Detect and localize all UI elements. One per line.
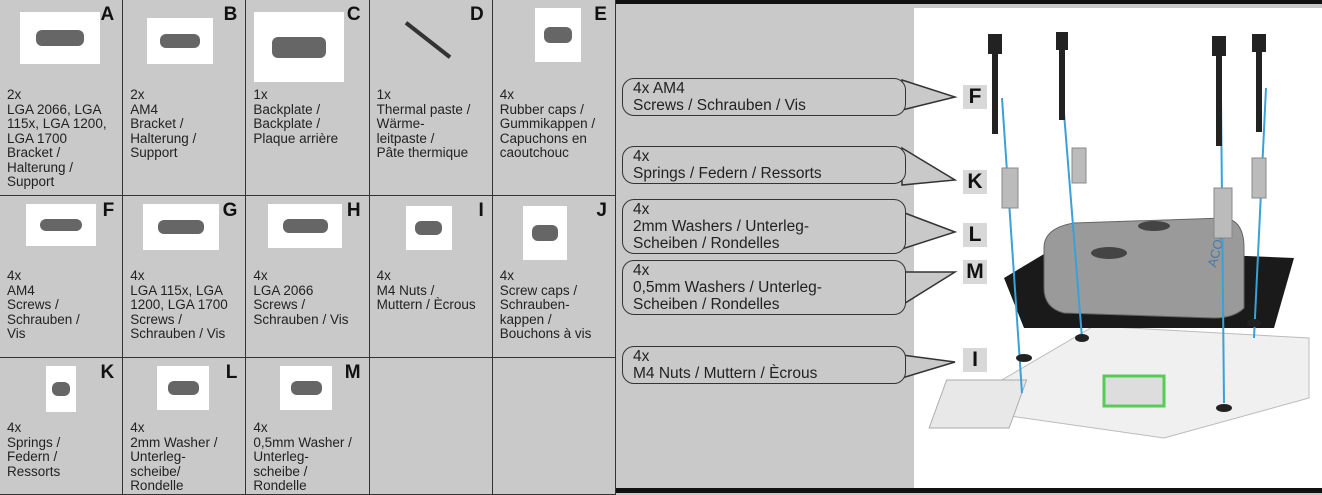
part-description: 4x M4 Nuts / Muttern / Ècrous — [376, 268, 476, 312]
spring-icon — [46, 366, 76, 412]
part-description: 4x Screw caps / Schrauben- kappen / Bouc… — [499, 268, 592, 341]
part-letter: B — [223, 4, 238, 25]
part-cell-c: C 1x Backplate / Backplate / Plaque arriè… — [246, 0, 370, 196]
callout-m: 4x 0,5mm Washers / Unterleg- Scheiben / … — [622, 260, 906, 315]
part-cell-g: G 4x LGA 115x, LGA 1200, LGA 1700 Screws … — [123, 196, 247, 358]
rubber-cap-icon — [534, 8, 581, 62]
backplate-icon — [254, 12, 345, 82]
part-cell-d: D 1x Thermal paste / Wärme- leitpaste / P… — [369, 0, 493, 196]
part-letter: A — [100, 4, 115, 25]
callout-tag-l: L — [963, 223, 987, 247]
callout-tag-k: K — [963, 170, 987, 194]
part-description: 4x LGA 115x, LGA 1200, LGA 1700 Screws /… — [130, 268, 228, 341]
washer-icon — [280, 366, 333, 410]
part-cell-b: B 2x AM4 Bracket / Halterung / Support — [123, 0, 247, 196]
part-letter: I — [478, 200, 484, 221]
callout-tag-m: M — [963, 260, 987, 284]
parts-grid: A 2x LGA 2066, LGA 115x, LGA 1200, LGA 17… — [0, 0, 616, 495]
part-letter: G — [222, 200, 238, 221]
bottom-rule — [616, 488, 1322, 493]
part-description: 1x Thermal paste / Wärme- leitpaste / Pâ… — [376, 87, 471, 160]
part-description: 2x AM4 Bracket / Halterung / Support — [130, 87, 197, 160]
screw-icon — [143, 204, 220, 250]
screw-icon — [26, 204, 96, 246]
washer-icon — [157, 366, 210, 410]
part-description: 2x LGA 2066, LGA 115x, LGA 1200, LGA 170… — [7, 87, 107, 189]
syringe-icon — [404, 21, 451, 59]
part-description: 4x LGA 2066 Screws / Schrauben / Vis — [253, 268, 349, 327]
screw-icon — [268, 204, 343, 248]
part-cell-j: J 4x Screw caps / Schrauben- kappen / Bou… — [492, 196, 616, 358]
part-description: 4x 0,5mm Washer / Unterleg- scheibe / Ro… — [253, 420, 352, 493]
part-letter: D — [470, 4, 484, 25]
part-letter: F — [102, 200, 115, 221]
cooler-assembly-icon: ACOOL — [928, 32, 1310, 439]
part-letter: H — [346, 200, 361, 221]
part-description: 4x Rubber caps / Gummikappen / Capuchons… — [499, 87, 596, 160]
part-letter: C — [346, 4, 361, 25]
part-cell-h: H 4x LGA 2066 Screws / Schrauben / Vis — [246, 196, 370, 358]
assembly-illustration: ACOOL — [914, 8, 1322, 488]
part-letter: L — [225, 362, 238, 383]
part-description: 4x Springs / Federn / Ressorts — [7, 420, 61, 479]
part-letter: M — [344, 362, 361, 383]
part-cell-i: I 4x M4 Nuts / Muttern / Ècrous — [369, 196, 493, 358]
part-description: 4x 2mm Washer / Unterleg- scheibe/ Ronde… — [130, 420, 218, 493]
callout-tag-i: I — [963, 348, 987, 372]
part-description: 1x Backplate / Backplate / Plaque arrièr… — [253, 87, 339, 146]
callout-f: 4x AM4 Screws / Schrauben / Vis — [622, 78, 906, 116]
part-letter: E — [594, 4, 607, 25]
part-letter: K — [100, 362, 115, 383]
callout-k: 4x Springs / Federn / Ressorts — [622, 146, 906, 184]
callout-l: 4x 2mm Washers / Unterleg- Scheiben / Ro… — [622, 199, 906, 254]
part-cell-l: L 4x 2mm Washer / Unterleg- scheibe/ Rond… — [123, 358, 247, 495]
part-cell-a: A 2x LGA 2066, LGA 115x, LGA 1200, LGA 17… — [0, 0, 124, 196]
part-cell-m: M 4x 0,5mm Washer / Unterleg- scheibe / R… — [246, 358, 370, 495]
part-cell-e: E 4x Rubber caps / Gummikappen / Capuchon… — [492, 0, 616, 196]
top-rule — [616, 0, 1322, 4]
screw-cap-icon — [522, 206, 567, 260]
nut-icon — [405, 206, 452, 250]
callout-i: 4x M4 Nuts / Muttern / Ècrous — [622, 346, 906, 384]
part-cell-k: K 4x Springs / Federn / Ressorts — [0, 358, 124, 495]
intel-bracket-icon — [20, 12, 100, 64]
empty-cell — [492, 358, 616, 495]
part-letter: J — [596, 200, 607, 221]
callout-tag-f: F — [963, 85, 987, 109]
am4-bracket-icon — [147, 18, 214, 64]
part-description: 4x AM4 Screws / Schrauben / Vis — [7, 268, 80, 341]
empty-cell — [369, 358, 493, 495]
part-cell-f: F 4x AM4 Screws / Schrauben / Vis — [0, 196, 124, 358]
